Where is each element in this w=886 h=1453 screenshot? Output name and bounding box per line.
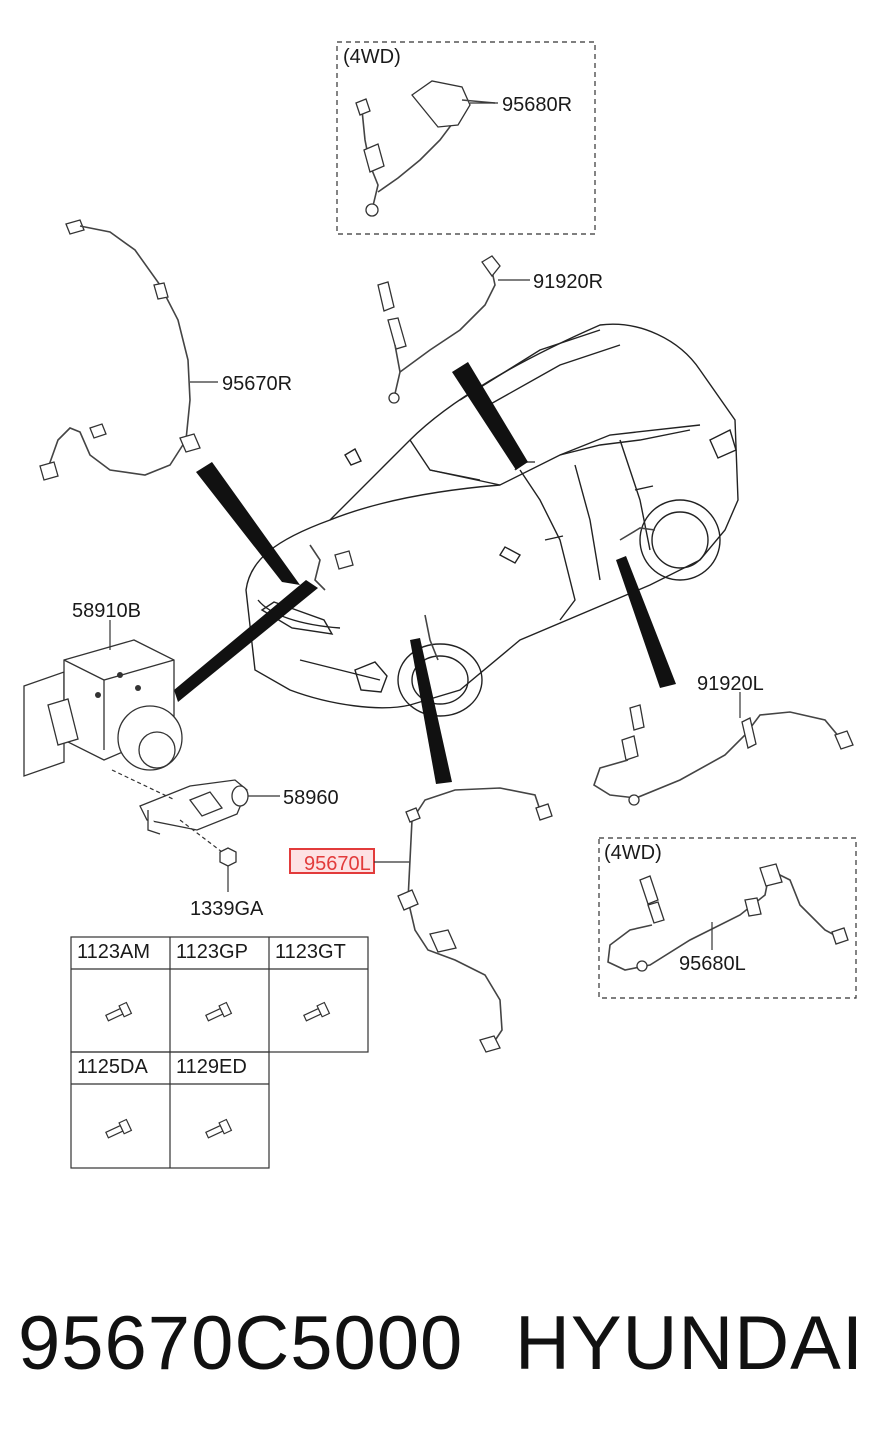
callout-wedge-95670R bbox=[196, 462, 300, 585]
fastener-label-5: 1129ED bbox=[176, 1056, 247, 1078]
fastener-label-4: 1125DA bbox=[77, 1056, 148, 1078]
hecu-58910B: 58910B bbox=[23, 600, 183, 777]
label-95670L: 95670L bbox=[304, 853, 371, 875]
bolt-icon bbox=[205, 1001, 233, 1022]
wheel-sensor-95670L: 95670L bbox=[289, 787, 553, 1053]
wheel-sensor-95670R: 95670R bbox=[39, 219, 292, 481]
harness-91920R: 91920R bbox=[377, 255, 603, 404]
highlight-box-95670L bbox=[289, 848, 375, 874]
bracket-58960: 58960 bbox=[111, 769, 339, 835]
callout-wedge-91920R bbox=[452, 362, 528, 470]
fastener-label-1: 1123AM bbox=[77, 941, 150, 963]
harness-91920L: 91920L bbox=[593, 673, 854, 806]
label-1339GA: 1339GA bbox=[190, 898, 264, 920]
box-4wd-top: (4WD) 95680R bbox=[336, 41, 596, 235]
box-4wd-right: (4WD) 95680L bbox=[598, 837, 857, 999]
label-58960: 58960 bbox=[283, 787, 339, 809]
bolt-icon bbox=[105, 1118, 133, 1139]
nut-1339GA: 1339GA bbox=[179, 819, 264, 920]
footer-part-number: 95670C5000 bbox=[18, 1301, 464, 1386]
vehicle-illustration bbox=[245, 323, 739, 717]
bolt-icon bbox=[105, 1001, 133, 1022]
fastener-label-3: 1123GT bbox=[275, 941, 346, 963]
bolt-icon bbox=[205, 1118, 233, 1139]
callout-wedge-95670L bbox=[410, 638, 452, 784]
label-95680L: 95680L bbox=[679, 953, 746, 975]
bolt-icon bbox=[303, 1001, 331, 1022]
label-95680R: 95680R bbox=[502, 94, 572, 116]
callout-wedge-58910B bbox=[174, 580, 318, 702]
label-58910B: 58910B bbox=[72, 600, 141, 622]
fastener-table: 1123AM 1123GP 1123GT 1125DA 1129ED bbox=[70, 936, 369, 1169]
footer-brand: HYUNDAI bbox=[514, 1301, 864, 1386]
box-4wd-top-label: (4WD) bbox=[343, 46, 401, 68]
box-4wd-right-label: (4WD) bbox=[604, 842, 662, 864]
label-95670R: 95670R bbox=[222, 373, 292, 395]
label-91920R: 91920R bbox=[533, 271, 603, 293]
callout-wedge-91920L bbox=[616, 556, 676, 688]
fastener-label-2: 1123GP bbox=[176, 941, 248, 963]
label-91920L: 91920L bbox=[697, 673, 764, 695]
wheel-sensor-95680R-drawing bbox=[355, 80, 496, 217]
wheel-sensor-95680L-drawing bbox=[607, 863, 849, 972]
